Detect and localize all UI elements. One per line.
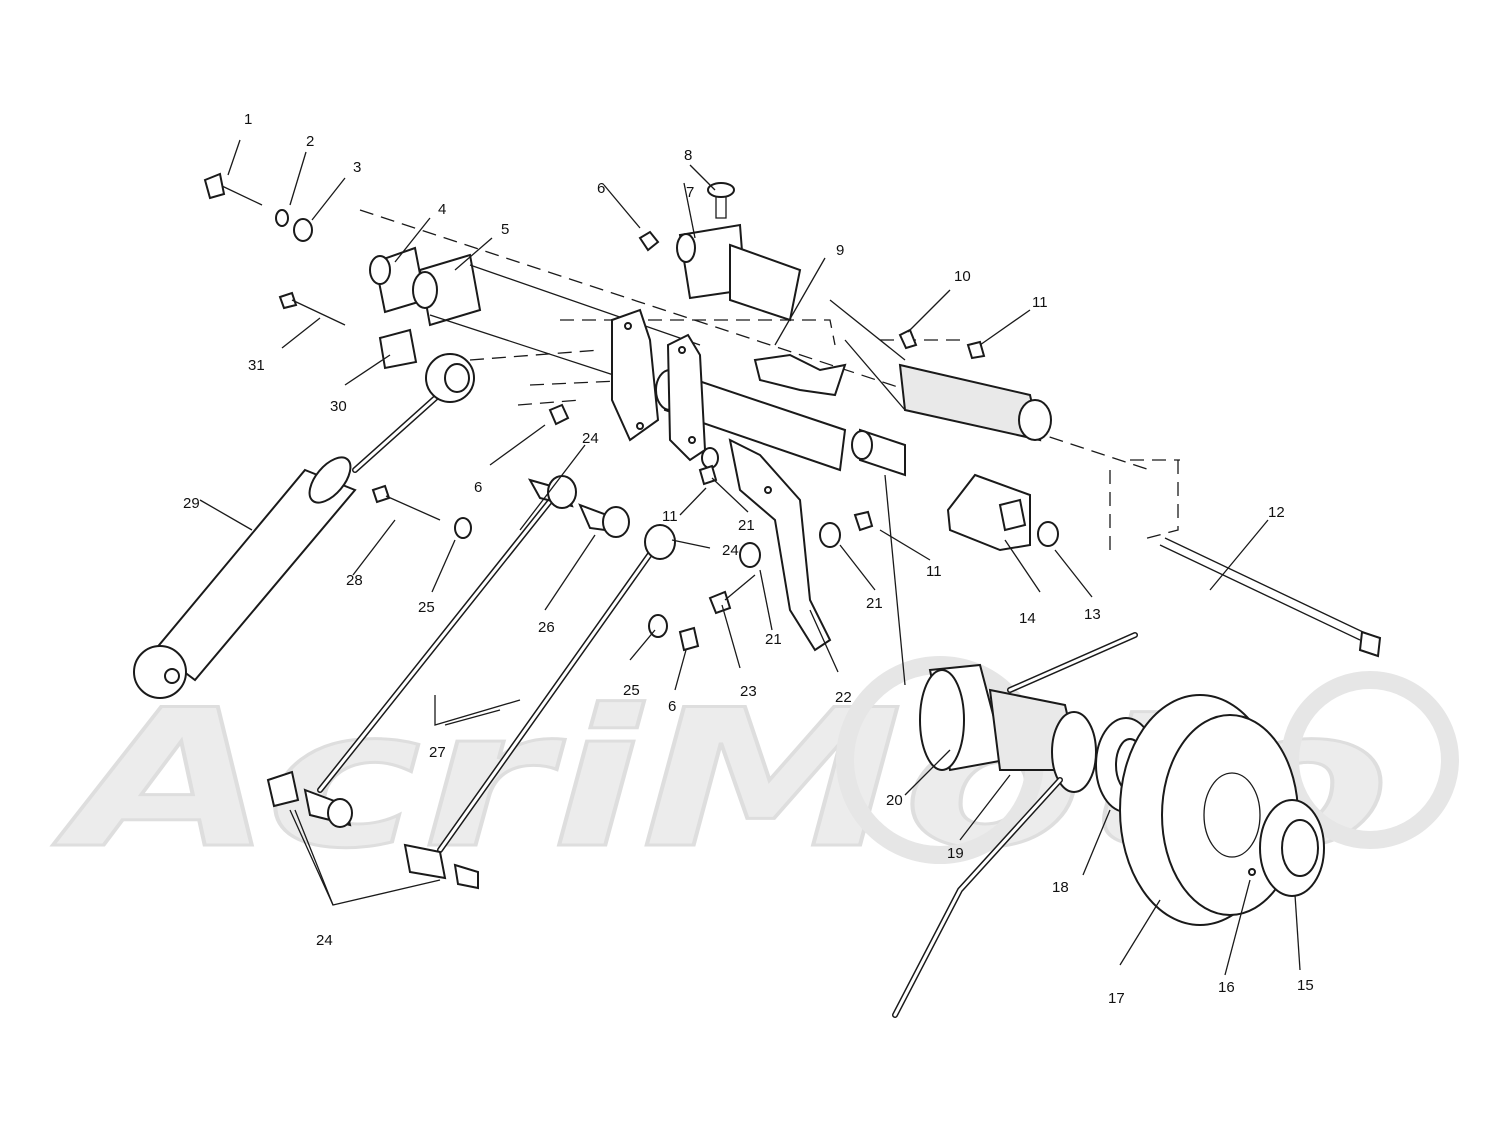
scissor-links: [266, 475, 676, 890]
callout-21c: 21: [765, 631, 782, 648]
callout-25a: 25: [418, 599, 435, 616]
callout-2: 2: [306, 133, 314, 150]
watermark-wheel-icon: [1281, 671, 1459, 849]
callout-16: 16: [1218, 979, 1235, 996]
bolt-28: [371, 484, 472, 539]
callout-11b: 11: [662, 508, 678, 525]
callout-9: 9: [836, 242, 844, 259]
bolt-12: [1159, 537, 1382, 658]
callout-11c: 11: [926, 563, 942, 580]
callout-18: 18: [1052, 879, 1069, 896]
bolt-31: [278, 291, 418, 370]
callout-labels: 1 2 3 4 5 6 6 6 6 7 8 9 10 11 11 11 12 1…: [183, 111, 1314, 1007]
front-shaft: [676, 223, 1052, 442]
callout-19: 19: [947, 845, 964, 862]
callout-28: 28: [346, 572, 363, 589]
callout-13: 13: [1084, 606, 1101, 623]
callout-12: 12: [1268, 504, 1285, 521]
nuts-washers: [548, 230, 1059, 652]
bracket-14: [946, 473, 1031, 552]
callout-4: 4: [438, 201, 446, 218]
callout-22: 22: [835, 689, 852, 706]
callout-6c: 6: [668, 698, 676, 715]
callout-14: 14: [1019, 610, 1036, 627]
callout-27: 27: [429, 744, 446, 761]
bolt-8: [707, 182, 735, 219]
callout-21a: 21: [738, 517, 755, 534]
callout-24a: 24: [582, 430, 599, 447]
callout-5: 5: [501, 221, 509, 238]
callout-17: 17: [1108, 990, 1125, 1007]
center-cross-shaft: [611, 308, 906, 477]
callout-1: 1: [244, 111, 252, 128]
bolt-23: [708, 574, 756, 615]
shock-absorber: [133, 353, 475, 699]
callout-24c: 24: [316, 932, 333, 949]
callout-10: 10: [954, 268, 971, 285]
limiter-strap: [728, 438, 832, 652]
callout-15: 15: [1297, 977, 1314, 994]
callout-7: 7: [686, 184, 694, 201]
callout-6a: 6: [597, 180, 605, 197]
bolt-1: [203, 172, 313, 242]
callout-8: 8: [684, 147, 692, 164]
callout-30: 30: [330, 398, 347, 415]
callout-29: 29: [183, 495, 200, 512]
callout-25b: 25: [623, 682, 640, 699]
rear-shaft: [369, 246, 701, 401]
callout-26: 26: [538, 619, 555, 636]
callout-3: 3: [353, 159, 361, 176]
callout-21b: 21: [866, 595, 883, 612]
callout-31: 31: [248, 357, 265, 374]
callout-6b: 6: [474, 479, 482, 496]
idler-wheel-assembly: [892, 632, 1325, 1018]
callout-11a: 11: [1032, 294, 1048, 311]
callout-24b: 24: [722, 542, 739, 559]
callout-20: 20: [886, 792, 903, 809]
leader-lines: [199, 139, 1301, 976]
callout-23: 23: [740, 683, 757, 700]
